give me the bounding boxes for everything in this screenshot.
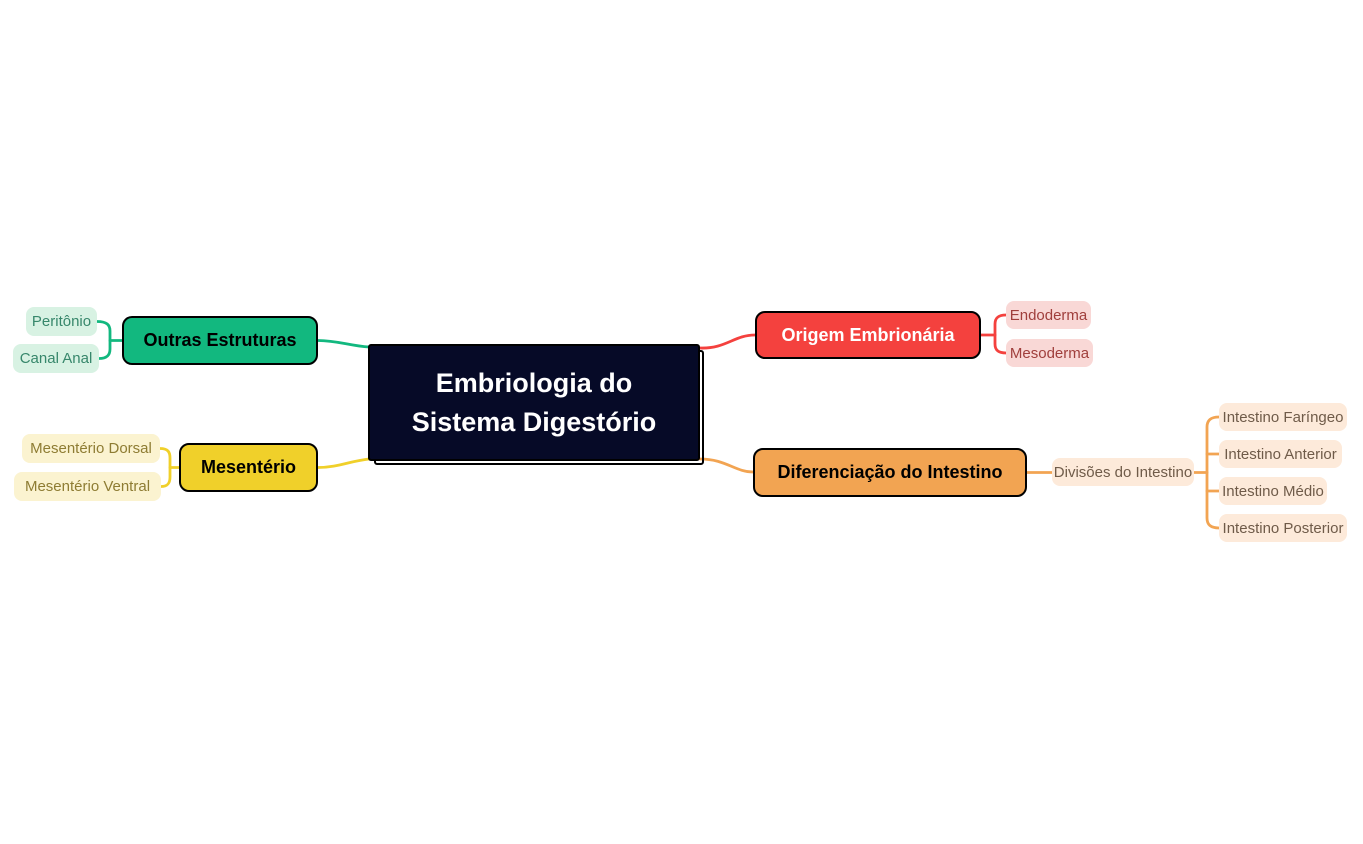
child-label: Peritônio <box>31 313 92 330</box>
connector-mesenterio-to-central <box>316 457 371 469</box>
child-label: Canal Anal <box>19 350 93 367</box>
child-intestino-faringeo[interactable]: Intestino Faríngeo <box>1219 403 1347 431</box>
child-intestino-anterior[interactable]: Intestino Anterior <box>1219 440 1342 468</box>
central-node-title-line2: Sistema Digestório <box>411 406 657 437</box>
child-label: Intestino Médio <box>1222 482 1324 500</box>
child-canal-anal[interactable]: Canal Anal <box>13 344 99 373</box>
branch-label: Diferenciação do Intestino <box>777 462 1003 482</box>
child-label: Mesentério Dorsal <box>30 440 152 457</box>
branch-label: Mesentério <box>200 457 297 477</box>
connector-central-to-origem <box>698 333 757 350</box>
branch-diferenciacao-do-intestino[interactable]: Diferenciação do Intestino <box>753 448 1027 497</box>
branch-origem-embrionaria[interactable]: Origem Embrionária <box>755 311 981 359</box>
child-endoderma[interactable]: Endoderma <box>1006 301 1091 329</box>
child-peritonio[interactable]: Peritônio <box>26 307 97 336</box>
child-label: Intestino Posterior <box>1222 519 1344 537</box>
child-intestino-posterior[interactable]: Intestino Posterior <box>1219 514 1347 542</box>
child-divisoes-do-intestino[interactable]: Divisões do Intestino <box>1052 458 1194 486</box>
child-label: Mesentério Ventral <box>24 478 151 495</box>
connector-mesenterio-children-bracket <box>158 447 172 488</box>
child-mesoderma[interactable]: Mesoderma <box>1006 339 1093 367</box>
connector-divisoes-children-bracket <box>1205 415 1221 530</box>
branch-outras-estruturas[interactable]: Outras Estruturas <box>122 316 318 365</box>
child-mesenterio-ventral[interactable]: Mesentério Ventral <box>14 472 161 501</box>
child-label: Intestino Anterior <box>1224 445 1337 463</box>
branch-label: Origem Embrionária <box>781 324 955 345</box>
child-mesenterio-dorsal[interactable]: Mesentério Dorsal <box>22 434 160 463</box>
connector-outras-to-central <box>316 339 371 349</box>
child-label: Mesoderma <box>1009 344 1090 362</box>
child-label: Divisões do Intestino <box>1053 463 1193 481</box>
child-label: Endoderma <box>1009 306 1088 324</box>
branch-label: Outras Estruturas <box>143 330 297 350</box>
child-intestino-medio[interactable]: Intestino Médio <box>1219 477 1327 505</box>
connector-central-to-diferenciacao <box>698 457 755 474</box>
branch-mesenterio[interactable]: Mesentério <box>179 443 318 492</box>
connector-origem-children-bracket <box>993 313 1008 355</box>
central-node-title-line1: Embriologia do <box>435 367 633 398</box>
child-label: Intestino Faríngeo <box>1222 408 1344 426</box>
central-node[interactable]: Embriologia do Sistema Digestório <box>368 344 700 461</box>
